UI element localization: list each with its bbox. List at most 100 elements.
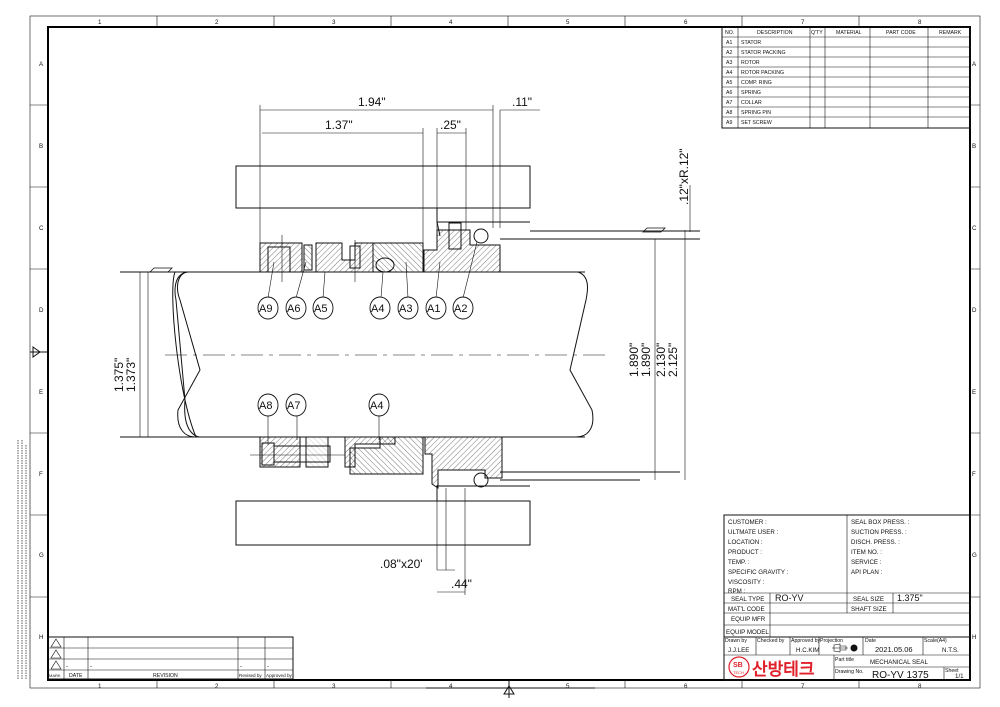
col-label: 5 [566,19,570,26]
svg-text:A7: A7 [726,100,732,106]
col-label: 7 [801,19,805,26]
balloon: A7 [285,393,307,417]
svg-text:TECH: TECH [733,670,744,675]
balloon: A4 [369,296,391,320]
svg-text:RO-YV 1375: RO-YV 1375 [872,670,929,681]
balloon: A5 [312,296,334,320]
balloon: A1 [425,296,447,320]
svg-text:ULTMATE USER :: ULTMATE USER : [728,529,779,536]
row-label: F [972,471,976,478]
svg-text:VISCOSITY :: VISCOSITY : [728,579,765,586]
svg-text:NO.: NO. [725,30,734,36]
row-label: B [972,143,976,150]
svg-text:Revised by: Revised by [239,673,262,678]
row-label: D [972,307,977,314]
svg-text:SB: SB [733,662,743,669]
svg-text:A7: A7 [287,400,300,412]
svg-text:Drawing No.: Drawing No. [835,669,864,675]
svg-text:Scale(A4): Scale(A4) [924,638,947,644]
row-label: E [39,389,43,396]
svg-text:A3: A3 [726,60,732,66]
svg-text:A5: A5 [726,80,732,86]
svg-text:SUCTION PRESS. :: SUCTION PRESS. : [851,529,907,536]
svg-text:H.C.KIM: H.C.KIM [796,647,819,654]
svg-text:LOCATION :: LOCATION : [728,539,763,546]
svg-text:2021.05.06: 2021.05.06 [875,645,913,654]
row-label: H [972,634,976,641]
svg-text:-: - [240,663,242,670]
svg-text:A2: A2 [454,303,467,315]
parts-table: NO. DESCRIPTION Q'TY MATERIAL PART CODE … [721,26,971,129]
revision-block: - - - - MARK DATE REVISION Revised by Ap… [47,636,294,680]
dim-bore-b: 1.890" [639,343,653,377]
row-label: A [972,61,977,68]
svg-text:REVISION: REVISION [153,673,178,679]
column-markers: 1 2 3 4 5 6 7 8 1 2 3 4 5 6 7 8 [98,16,922,690]
dim-gland-b: 2.125" [666,343,680,377]
svg-text:Approved by: Approved by [791,638,821,644]
svg-text:API PLAN :: API PLAN : [851,569,883,576]
seal-cross-section [120,165,700,546]
svg-text:A5: A5 [314,303,327,315]
svg-text:SEAL BOX PRESS. :: SEAL BOX PRESS. : [851,519,910,526]
gland-upper [235,165,531,209]
dim-shaft-min: 1.373" [124,358,138,392]
row-label: B [39,143,43,150]
col-label: 2 [215,683,219,690]
svg-text:TEMP. :: TEMP. : [728,559,750,566]
surface-finish-mark [149,267,173,273]
svg-text:DATE: DATE [69,673,83,679]
svg-text:MARK: MARK [49,673,61,678]
dim-chamfer: .08"x20' [380,557,423,571]
col-label: 5 [566,683,570,690]
inner-frame [47,26,971,681]
svg-text:산방테크: 산방테크 [752,660,815,680]
svg-text:ITEM NO. :: ITEM NO. : [851,549,882,556]
table-row: A7 COLLAR [726,100,762,106]
svg-text:A4: A4 [726,70,732,76]
dim-gland-a: 2.130" [654,343,668,377]
col-label: 6 [684,683,688,690]
dim-right-offset: .11" [512,95,532,109]
svg-text:CUSTOMER :: CUSTOMER : [728,519,767,526]
balloon: A8 [257,393,279,417]
svg-text:MECHANICAL SEAL: MECHANICAL SEAL [870,659,928,666]
col-label: 8 [918,19,922,26]
svg-text:A9: A9 [259,303,272,315]
balloon: A2 [452,296,474,320]
dim-chamfer-radius: .12"xR.12" [677,148,691,205]
svg-text:SEAL SIZE: SEAL SIZE [853,596,884,603]
svg-text:SEAL TYPE: SEAL TYPE [731,596,764,603]
svg-text:-: - [90,663,92,670]
svg-text:Q'TY: Q'TY [811,30,823,36]
svg-text:DESCRIPTION: DESCRIPTION [757,30,793,36]
col-label: 1 [98,19,102,26]
col-label: 6 [684,19,688,26]
svg-text:-: - [66,663,68,670]
col-label: 7 [801,683,805,690]
svg-text:MAT'L CODE: MAT'L CODE [728,606,765,613]
svg-text:SERVICE :: SERVICE : [851,559,882,566]
svg-text:A3: A3 [399,303,412,315]
svg-text:A6: A6 [287,303,300,315]
svg-text:RPM :: RPM : [728,588,745,595]
svg-text:ROTOR PACKING: ROTOR PACKING [741,70,784,76]
projection-symbol-icon [832,643,858,653]
gland-lower [235,500,531,546]
col-label: 4 [449,683,453,690]
svg-text:Drawn by: Drawn by [725,638,747,644]
svg-text:A4: A4 [371,303,384,315]
svg-text:COLLAR: COLLAR [741,100,762,106]
row-label: C [39,225,44,232]
row-label: E [972,389,976,396]
svg-text:1/1: 1/1 [955,673,964,680]
balloon: A4 [368,393,390,417]
svg-text:SPRING PIN: SPRING PIN [741,110,771,116]
row-label: G [39,552,44,559]
